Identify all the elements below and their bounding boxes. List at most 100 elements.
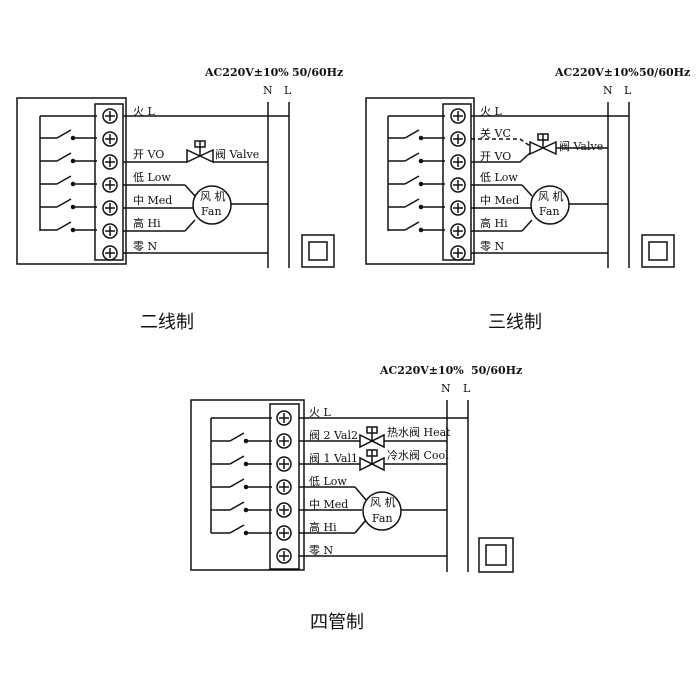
live-bus-label: L: [463, 382, 471, 395]
terminal-label-valve-open: 开 VO: [133, 148, 164, 161]
neutral-bus-label: N: [441, 382, 451, 395]
diagram-two-wire: AC220V±10% 50/60Hz N L: [16, 66, 343, 333]
thermostat-face-outer: [478, 537, 514, 573]
relay-switch: [388, 221, 445, 233]
terminal-screw: [102, 177, 118, 193]
relay-switch: [388, 198, 445, 210]
terminal-screw: [450, 245, 466, 261]
live-bus-label: L: [624, 84, 632, 97]
fan-label-cn: 风 机: [200, 189, 226, 203]
terminal-screw: [102, 131, 118, 147]
thermostat-housing: [365, 97, 475, 265]
wire-low-to-fan: [521, 184, 533, 197]
terminal-label-live: 火 L: [309, 406, 331, 419]
valve-icon: [529, 133, 557, 156]
wire-low-to-fan: [354, 486, 367, 501]
terminal-label-valve2: 阀 2 Val2: [309, 428, 358, 442]
terminal-block: [94, 103, 124, 261]
thermostat-face-inner: [308, 241, 328, 261]
terminal-screw: [276, 525, 292, 541]
terminal-screw: [276, 433, 292, 449]
terminal-screw: [450, 200, 466, 216]
heat-valve-label: 热水阀 Heat: [387, 425, 451, 439]
relay-switch: [388, 175, 445, 187]
terminal-label-neutral: 零 N: [133, 240, 157, 253]
terminal-label-med: 中 Med: [133, 194, 172, 207]
cool-valve-label: 冷水阀 Cool: [387, 448, 449, 462]
terminal-block: [442, 103, 472, 261]
terminal-label-neutral: 零 N: [309, 544, 333, 557]
terminal-screw: [450, 154, 466, 170]
terminal-screw: [102, 223, 118, 239]
terminal-screw: [102, 108, 118, 124]
thermostat-housing: [16, 97, 127, 265]
terminal-label-low: 低 Low: [133, 171, 171, 184]
neutral-bus-label: N: [603, 84, 613, 97]
terminal-screw: [450, 223, 466, 239]
fan-label-en: Fan: [539, 205, 560, 218]
relay-switch: [40, 175, 97, 187]
wire-hi-to-fan: [521, 219, 533, 232]
supply-frequency-label: 50/60Hz: [639, 66, 690, 79]
diagram-three-wire: AC220V±10% 50/60Hz N L: [365, 66, 690, 333]
terminal-screw: [276, 479, 292, 495]
relay-switch: [211, 478, 272, 490]
terminal-label-hi: 高 Hi: [480, 216, 508, 230]
terminal-label-med: 中 Med: [309, 498, 348, 511]
terminal-label-low: 低 Low: [480, 171, 518, 184]
fan-motor-icon: [530, 185, 570, 225]
thermostat-face-outer: [641, 234, 675, 268]
fan-motor-icon: [362, 491, 402, 531]
terminal-screw: [276, 502, 292, 518]
fan-label-en: Fan: [372, 512, 393, 525]
diagram-caption: 四管制: [310, 612, 364, 633]
terminal-label-hi: 高 Hi: [133, 216, 161, 230]
terminal-label-hi: 高 Hi: [309, 520, 337, 534]
relay-switch: [388, 129, 445, 141]
thermostat-face-inner: [485, 544, 507, 566]
neutral-bus-label: N: [263, 84, 273, 97]
valve-icon: [186, 140, 214, 164]
terminal-screw: [276, 548, 292, 564]
terminal-screw: [102, 154, 118, 170]
fan-label-cn: 风 机: [538, 189, 564, 203]
terminal-screw: [276, 410, 292, 426]
wire-low-to-fan: [184, 184, 196, 197]
supply-frequency-label: 50/60Hz: [292, 66, 343, 79]
thermostat-housing: [190, 399, 305, 571]
relay-switch: [40, 129, 97, 141]
fan-label-cn: 风 机: [370, 495, 396, 509]
terminal-label-live: 火 L: [133, 105, 155, 118]
fan-motor-icon: [192, 185, 232, 225]
terminal-label-valve-open: 开 VO: [480, 150, 511, 163]
terminal-label-valve1: 阀 1 Val1: [309, 451, 358, 465]
terminal-label-live: 火 L: [480, 105, 502, 118]
supply-voltage-label: AC220V±10%: [204, 66, 289, 79]
diagram-caption: 三线制: [488, 312, 542, 333]
relay-switch: [40, 221, 97, 233]
relay-switch: [211, 524, 272, 536]
relay-switch: [211, 455, 272, 467]
wire-valve-close: [471, 138, 531, 147]
valve-label: 阀 Valve: [215, 147, 259, 161]
terminal-label-valve-close: 关 VC: [480, 126, 511, 140]
terminal-screw: [450, 177, 466, 193]
wire-valve-open: [471, 152, 531, 163]
relay-switch: [40, 198, 97, 210]
relay-switch: [211, 501, 272, 513]
terminal-label-neutral: 零 N: [480, 240, 504, 253]
wire-hi-to-fan: [184, 219, 196, 232]
live-bus-label: L: [284, 84, 292, 97]
supply-frequency-label: 50/60Hz: [471, 364, 522, 377]
supply-voltage-label: AC220V±10%: [554, 66, 639, 79]
valve-label: 阀 Valve: [559, 139, 603, 153]
thermostat-face-inner: [648, 241, 668, 261]
terminal-screw: [450, 131, 466, 147]
supply-voltage-label: AC220V±10%: [379, 364, 464, 377]
terminal-label-med: 中 Med: [480, 194, 519, 207]
wire-hi-to-fan: [354, 519, 367, 534]
thermostat-face-outer: [301, 234, 335, 268]
diagram-caption: 二线制: [140, 312, 194, 333]
terminal-screw: [450, 108, 466, 124]
